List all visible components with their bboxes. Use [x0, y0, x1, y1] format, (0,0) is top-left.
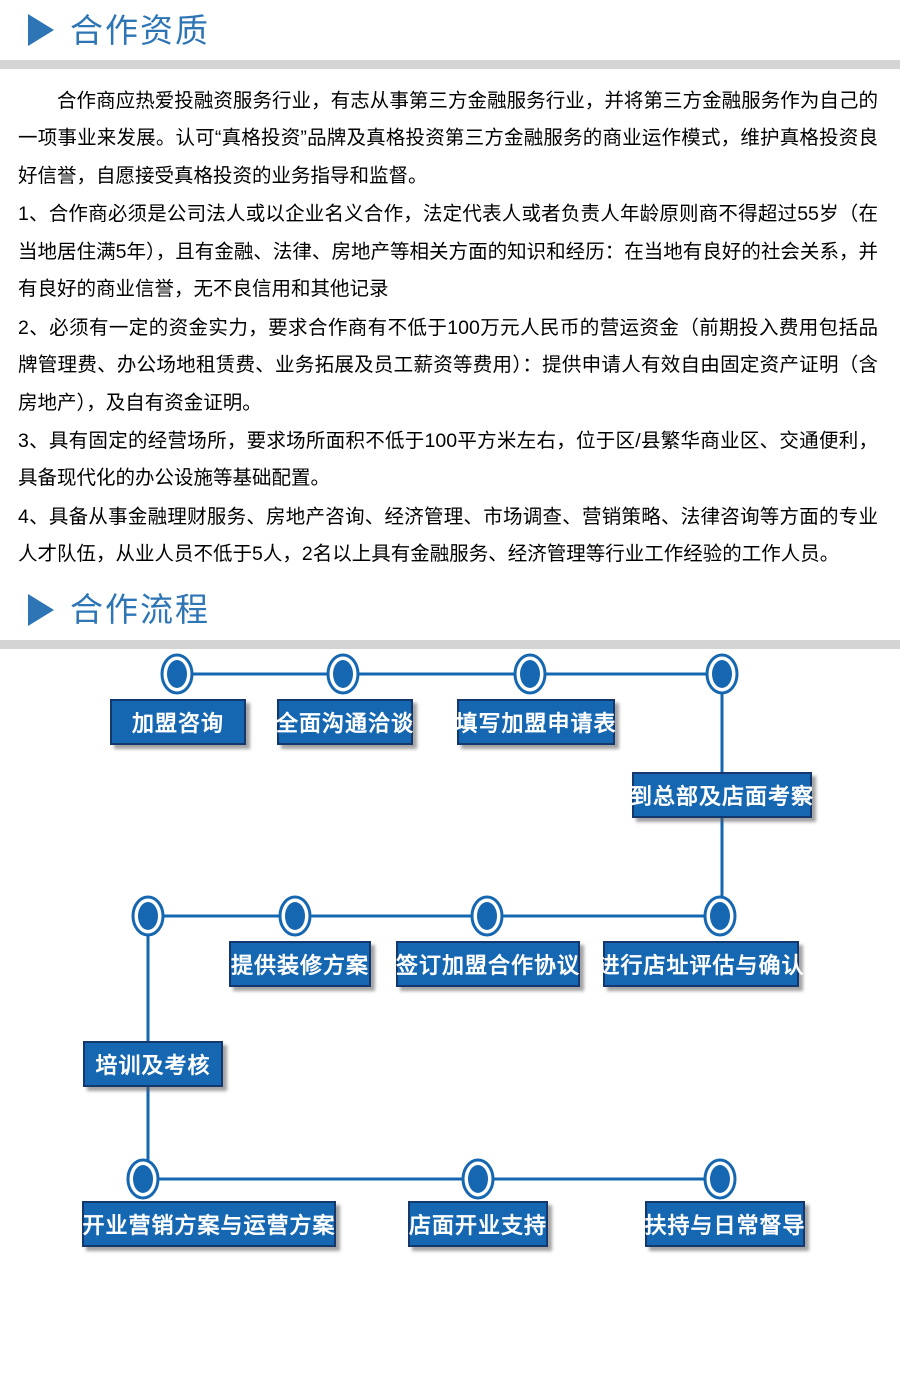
- play-triangle-icon: [28, 593, 54, 626]
- flow-node-11[interactable]: 扶持与日常督导: [645, 1200, 805, 1247]
- section-header-qualification: 合作资质: [0, 0, 900, 60]
- paragraph-item-3: 3、具有固定的经营场所，要求场所面积不低于100平方米左右，位于区/县繁华商业区…: [18, 429, 878, 490]
- page-title-qualification: 合作资质: [70, 11, 210, 49]
- qualification-body: 合作商应热爱投融资服务行业，有志从事第三方金融服务行业，并将第三方金融服务作为自…: [0, 69, 900, 574]
- flow-connector-dot: [160, 653, 194, 695]
- flow-node-9[interactable]: 开业营销方案与运营方案: [82, 1200, 336, 1247]
- section-header-process: 合作流程: [0, 580, 900, 640]
- paragraph-item-1: 1、合作商必须是公司法人或以企业名义合作，法定代表人或者负责人年龄原则商不得超过…: [18, 203, 878, 301]
- divider-qualification: [0, 60, 900, 69]
- flow-node-10[interactable]: 店面开业支持: [408, 1200, 548, 1247]
- flow-node-4[interactable]: 到总部及店面考察: [630, 771, 813, 818]
- page-title-process: 合作流程: [70, 591, 210, 629]
- flow-node-8[interactable]: 培训及考核: [83, 1040, 223, 1087]
- flow-connector-dot: [278, 895, 312, 937]
- flow-connector-dot: [703, 1158, 737, 1200]
- flow-connector-dot: [705, 653, 739, 695]
- flow-connector-dot: [470, 895, 504, 937]
- flow-connectors: [126, 653, 739, 1200]
- flow-node-3[interactable]: 填写加盟申请表: [456, 698, 616, 745]
- flow-connector-dot: [126, 1158, 160, 1200]
- flow-node-7[interactable]: 进行店址评估与确认: [598, 940, 804, 987]
- flow-node-6[interactable]: 签订加盟合作协议: [396, 940, 580, 987]
- paragraph-intro: 合作商应热爱投融资服务行业，有志从事第三方金融服务行业，并将第三方金融服务作为自…: [18, 90, 878, 187]
- flow-node-2[interactable]: 全面沟通洽谈: [276, 698, 413, 745]
- flow-connector-dot: [513, 653, 547, 695]
- play-triangle-icon: [28, 14, 54, 46]
- paragraph-item-2: 2、必须有一定的资金实力，要求合作商有不低于100万元人民币的营运资金（前期投入…: [18, 316, 878, 414]
- flow-connector-dot: [461, 1158, 495, 1200]
- flow-connector-dot: [326, 653, 360, 695]
- cooperation-flow-diagram: 加盟咨询 全面沟通洽谈 填写加盟申请表 到总部及店面考察 提供装修方案 签订加盟…: [0, 649, 900, 1289]
- divider-process: [0, 639, 900, 649]
- flow-node-5[interactable]: 提供装修方案: [229, 940, 371, 987]
- paragraph-item-4: 4、具备从事金融理财服务、房地产咨询、经济管理、市场调查、营销策略、法律咨询等方…: [18, 505, 878, 566]
- flow-connector-dot: [703, 895, 737, 937]
- flow-node-1[interactable]: 加盟咨询: [110, 698, 246, 745]
- flow-connector-dot: [131, 895, 165, 937]
